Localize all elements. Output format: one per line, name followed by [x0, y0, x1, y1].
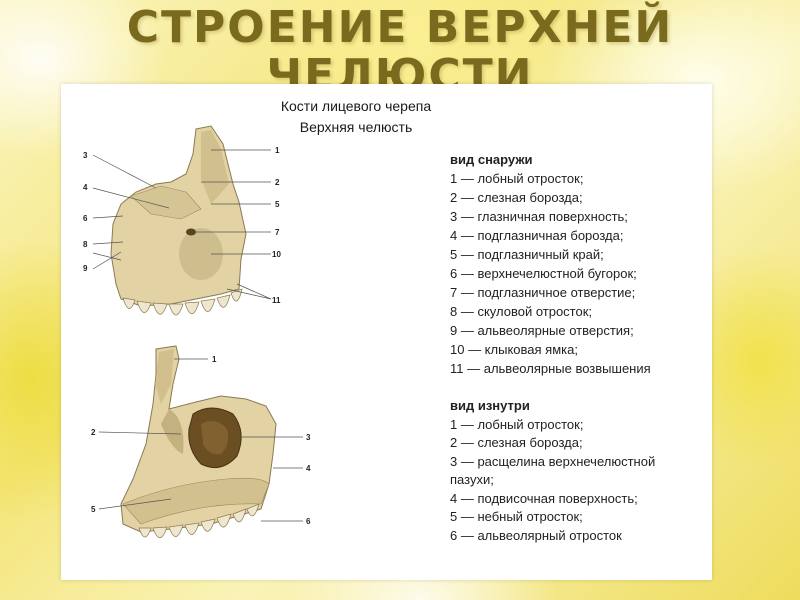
legend-item: 4 — подглазничная борозда;	[450, 226, 712, 245]
legend-outer-title: вид снаружи	[450, 150, 712, 169]
figure-card: Кости лицевого черепа Верхняя челюсть	[61, 84, 712, 580]
legend-item: 1 — лобный отросток;	[450, 169, 712, 188]
outer-callout-6: 6	[83, 214, 88, 223]
outer-callout-9: 9	[83, 264, 88, 273]
legend-item: 6 — верхнечелюстной бугорок;	[450, 264, 712, 283]
legend-item: 9 — альвеолярные отверстия;	[450, 321, 712, 340]
legend-item: 1 — лобный отросток;	[450, 416, 670, 435]
legend-inner-view: вид изнутри 1 — лобный отросток; 2 — сле…	[450, 397, 670, 545]
legend-item: 4 — подвисочная поверхность;	[450, 490, 670, 509]
legend-item: 3 — расщелина верхнечелюстной пазухи;	[450, 453, 670, 490]
legend-item: 5 — подглазничный край;	[450, 245, 712, 264]
legend-item: 3 — глазничная поверхность;	[450, 207, 712, 226]
inner-callout-4: 4	[306, 464, 311, 473]
outer-callout-5: 5	[275, 200, 280, 209]
outer-callout-2: 2	[275, 178, 280, 187]
outer-callout-7: 7	[275, 228, 280, 237]
legend-item: 2 — слезная борозда;	[450, 188, 712, 207]
inner-callout-6: 6	[306, 517, 311, 526]
legend-item: 7 — подглазничное отверстие;	[450, 283, 712, 302]
legend-item: 10 — клыковая ямка;	[450, 340, 712, 359]
outer-callout-4: 4	[83, 183, 88, 192]
inner-callout-2: 2	[91, 428, 96, 437]
legend-item: 8 — скуловой отросток;	[450, 302, 712, 321]
outer-callout-1: 1	[275, 146, 280, 155]
legend-item: 2 — слезная борозда;	[450, 434, 670, 453]
legend-outer-view: вид снаружи 1 — лобный отросток; 2 — сле…	[450, 150, 712, 378]
slide-title-line1: СТРОЕНИЕ ВЕРХНЕЙ	[0, 2, 800, 53]
outer-callout-8: 8	[83, 240, 88, 249]
inner-callout-5: 5	[91, 505, 96, 514]
outer-callout-3: 3	[83, 151, 88, 160]
legend-inner-title: вид изнутри	[450, 397, 670, 416]
legend-item: 6 — альвеолярный отросток	[450, 527, 670, 546]
outer-callout-11: 11	[272, 296, 281, 305]
maxilla-inner-view: 1 2 3 4 5 6	[91, 346, 311, 538]
inner-callout-1: 1	[212, 355, 217, 364]
legend-item: 11 — альвеолярные возвышения	[450, 359, 712, 378]
legend-item: 5 — небный отросток;	[450, 508, 670, 527]
inner-callout-3: 3	[306, 433, 311, 442]
outer-callout-10: 10	[272, 250, 281, 259]
maxilla-outer-view: 1 2 3 4 5 6 7 8 9 10 11	[83, 126, 281, 315]
